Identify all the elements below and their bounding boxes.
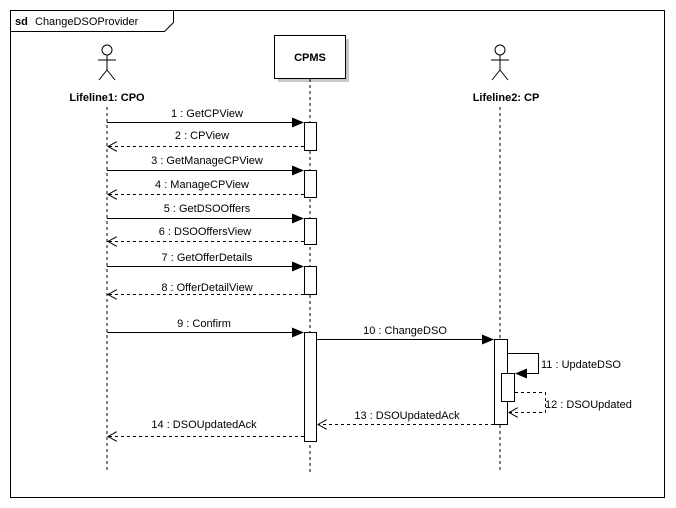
message-label: 12 : DSOUpdated	[545, 399, 632, 411]
lifeline-head-box	[274, 35, 346, 79]
message-label: 1 : GetCPView	[171, 108, 243, 120]
frame-title: ChangeDSOProvider	[35, 16, 139, 28]
activation-bar	[304, 332, 317, 442]
lifeline-cp: Lifeline2: CP	[473, 44, 540, 472]
message-label: 9 : Confirm	[177, 318, 231, 330]
frame-tab	[10, 10, 174, 32]
actor-icon	[98, 44, 116, 81]
frame-border	[10, 10, 665, 498]
actor-icon	[491, 44, 509, 81]
message-label: 10 : ChangeDSO	[363, 325, 447, 337]
activation-bar	[304, 170, 317, 198]
activation-bar	[501, 373, 515, 402]
message-label: 13 : DSOUpdatedAck	[354, 410, 460, 422]
lifeline-label: Lifeline1: CPO	[69, 92, 145, 104]
activation-bar	[304, 266, 317, 295]
message-label: 4 : ManageCPView	[155, 179, 249, 191]
message-label: 14 : DSOUpdatedAck	[151, 419, 257, 431]
lifeline-cpo: Lifeline1: CPO	[69, 44, 145, 472]
message-arrow	[509, 392, 546, 413]
lifeline-cpms: CPMS	[274, 35, 349, 472]
message-label: 5 : GetDSOOffers	[164, 203, 251, 215]
message-arrow	[508, 353, 539, 379]
lifeline-label: CPMS	[294, 52, 326, 64]
message-label: 2 : CPView	[175, 130, 229, 142]
activation-bar	[304, 218, 317, 245]
lifeline-label: Lifeline2: CP	[473, 92, 540, 104]
frame-keyword: sd	[15, 16, 28, 28]
message-label: 6 : DSOOffersView	[159, 226, 252, 238]
message-label: 3 : GetManageCPView	[151, 155, 263, 167]
activation-bar	[304, 122, 317, 151]
message-label: 11 : UpdateDSO	[541, 359, 621, 371]
message-label: 8 : OfferDetailView	[161, 282, 252, 294]
message-label: 7 : GetOfferDetails	[162, 252, 253, 264]
